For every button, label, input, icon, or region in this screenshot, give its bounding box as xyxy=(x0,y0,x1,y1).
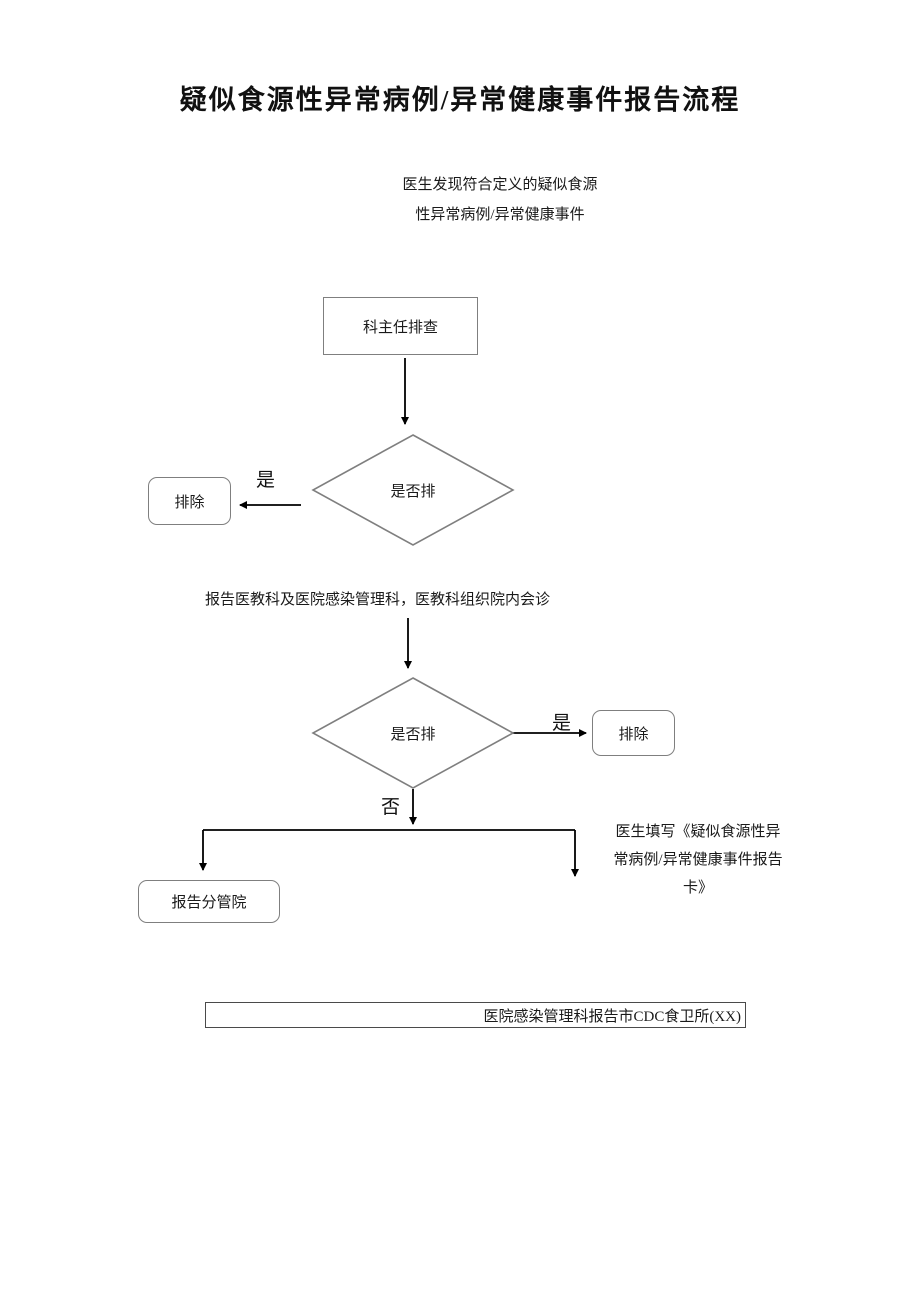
start-node-line2: 性异常病例/异常健康事件 xyxy=(415,207,585,223)
start-node-line1: 医生发现符合定义的疑似食源 xyxy=(402,177,598,193)
decision1-diamond: 是否排 xyxy=(310,432,516,548)
bottom-report-bar: 医院感染管理科报告市CDC食卫所(XX) xyxy=(205,1002,746,1028)
dept-head-check-box: 科主任排查 xyxy=(323,297,478,355)
exclude-right-box: 排除 xyxy=(592,710,675,756)
decision1-label: 是否排 xyxy=(390,483,436,500)
fill-card-line2: 常病例/异常健康事件报告 xyxy=(613,852,783,868)
report-branch-label: 报告分管院 xyxy=(171,895,247,911)
decision2-diamond: 是否排 xyxy=(310,675,516,791)
exclude-left-label: 排除 xyxy=(174,494,205,511)
decision2-no-label: 否 xyxy=(381,797,401,818)
fill-card-line3: 卡》 xyxy=(682,880,713,896)
exclude-right-label: 排除 xyxy=(618,726,649,743)
decision2-shape xyxy=(311,677,515,789)
page-title: 疑似食源性异常病例/异常健康事件报告流程 xyxy=(179,85,741,115)
dept-head-check-label: 科主任排查 xyxy=(362,319,438,336)
bottom-report-label: 医院感染管理科报告市CDC食卫所(XX) xyxy=(483,1008,742,1025)
decision2-yes-label: 是 xyxy=(552,713,572,734)
fill-card-line1: 医生填写《疑似食源性异 xyxy=(615,824,781,840)
start-node-text: 医生发现符合定义的疑似食源 性异常病例/异常健康事件 xyxy=(340,170,660,230)
report-branch-box: 报告分管院 xyxy=(138,880,280,923)
exclude-left-box: 排除 xyxy=(148,477,231,525)
fill-card-text: 医生填写《疑似食源性异 常病例/异常健康事件报告 卡》 xyxy=(596,818,800,902)
decision2-label: 是否排 xyxy=(390,726,436,743)
report-depts-text: 报告医教科及医院感染管理科，医教科组织院内会诊 xyxy=(205,592,551,608)
decision1-yes-label: 是 xyxy=(256,470,276,491)
decision1-shape xyxy=(311,434,515,546)
